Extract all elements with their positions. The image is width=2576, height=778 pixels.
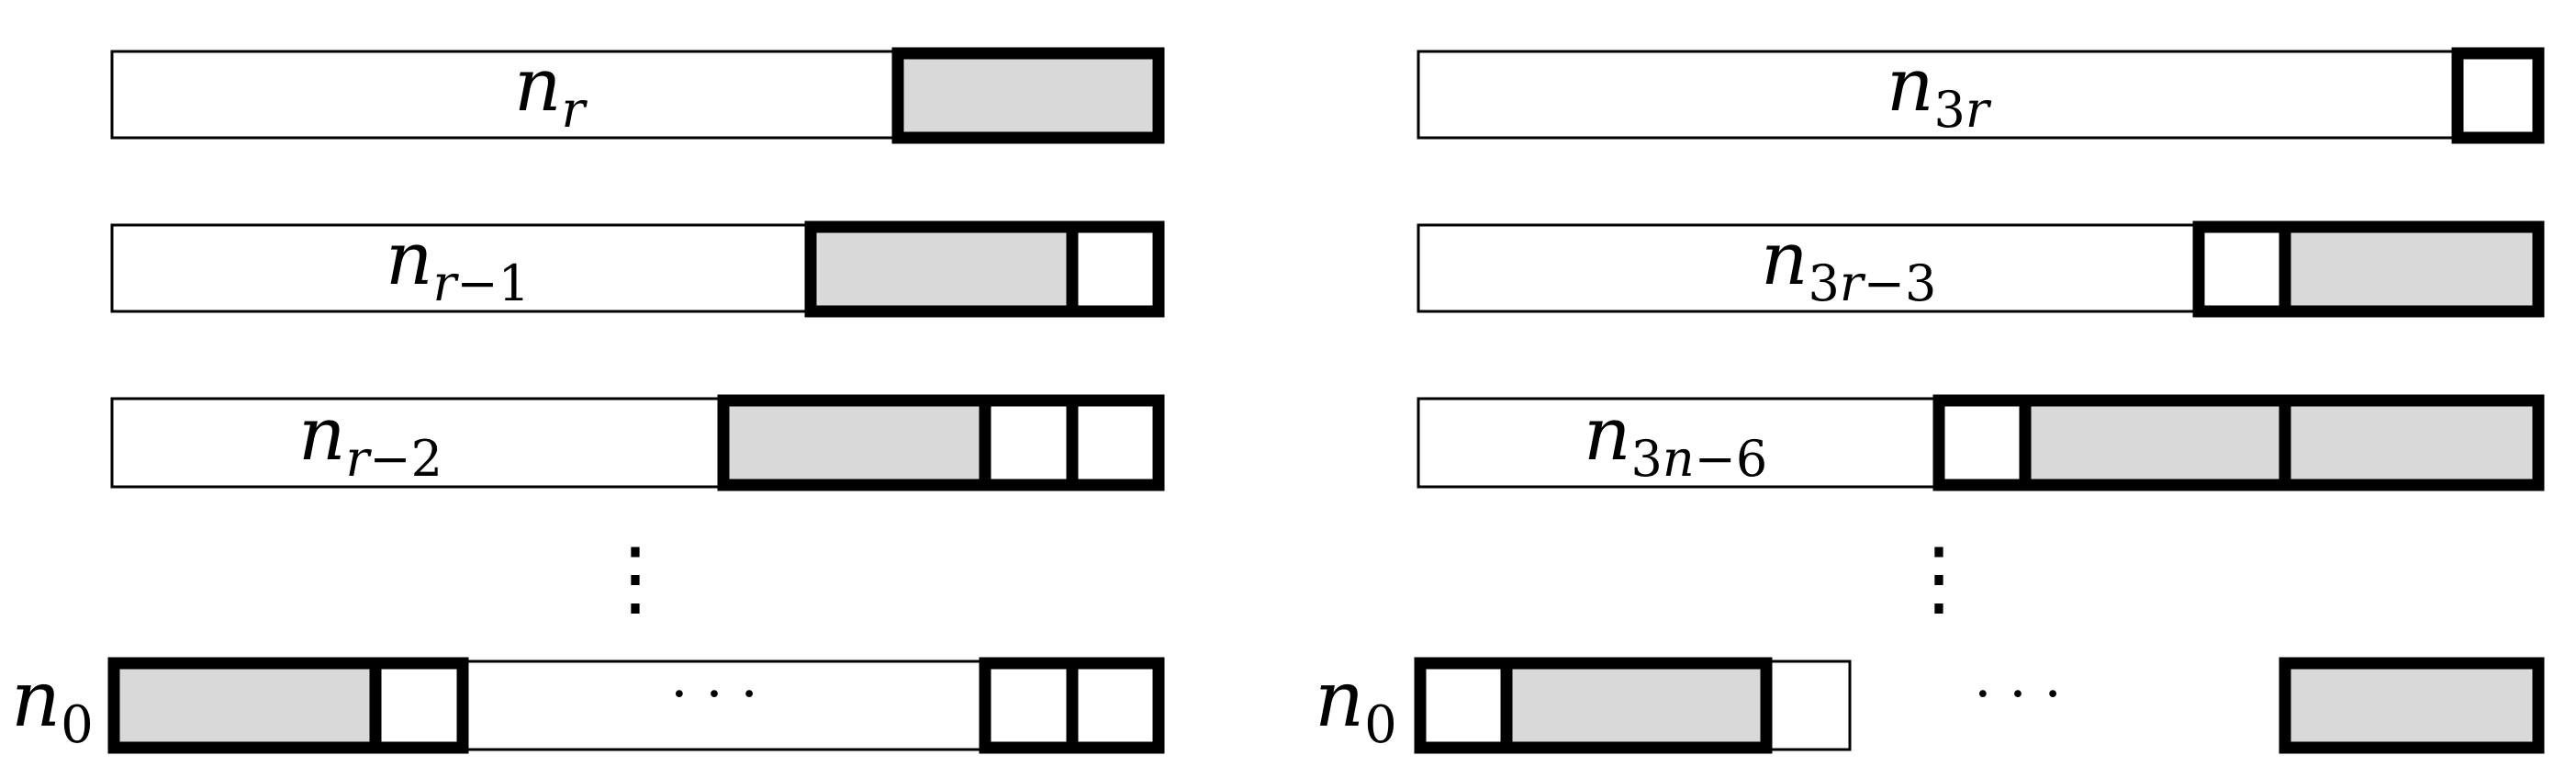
horizontal-ellipsis: · · · [670,662,757,727]
subscript-part: r [433,254,460,312]
right-row-bottom: · · · n0 [1315,654,2545,755]
vertical-ellipsis: ⋮ [1898,530,1980,626]
shaded-block [2279,220,2545,318]
row-label: n0 [11,654,94,755]
subscript-part: r [562,81,588,139]
empty-block [2451,47,2545,144]
left-row-3: nr−2 [110,391,1165,491]
subscript-part: 3 [1934,81,1966,139]
subscript-part: −2 [369,430,442,488]
empty-block [1932,394,2032,491]
left-row-bottom: · · · n0 [11,654,1165,755]
left-row-1: nr [110,42,1165,144]
row-label: nr−1 [386,216,530,312]
subscript-part: −3 [1864,254,1937,312]
subscript-part: 3 [1809,254,1840,312]
empty-block [1066,394,1165,491]
right-panel: n3r n3r−3 n3n−6 ⋮ [1315,42,2545,755]
subscript-part: n [1663,430,1695,488]
shaded-block [107,657,382,754]
row-label: nr−2 [298,391,442,488]
shaded-block [804,220,1079,318]
row-label: n3n−6 [1584,391,1767,488]
subscript-part: r [1840,254,1866,312]
vertical-ellipsis: ⋮ [594,530,677,626]
subscript-part: 0 [1364,695,1397,755]
right-row-1: n3r [1417,42,2545,144]
row-label: n3r−3 [1761,216,1936,312]
subscript-part: r [1966,81,1992,139]
right-row-2: n3r−3 [1417,216,2545,318]
shaded-block [2279,657,2545,754]
subscript-part: 3 [1631,430,1663,488]
row-label: n0 [1315,654,1397,755]
subscript-part: 0 [61,695,94,755]
empty-block [1066,220,1165,318]
subscript-part: −1 [456,254,530,312]
shaded-block [1500,657,1773,754]
shaded-block [891,47,1165,144]
empty-block [2192,220,2291,318]
horizontal-ellipsis: · · · [1974,662,2061,727]
subscript-part: −6 [1695,430,1768,488]
right-row-3: n3n−6 [1417,391,2545,491]
left-row-2: nr−1 [110,216,1165,318]
shaded-block [717,394,991,491]
row-label: n3r [1887,42,1992,139]
shaded-block [2279,394,2545,491]
empty-block [369,657,469,754]
empty-block [979,657,1079,754]
row-label: nr [514,42,588,139]
shaded-block [2019,394,2291,491]
empty-block [979,394,1079,491]
left-panel: nr nr−1 nr−2 ⋮ [11,42,1165,755]
subscript-part: r [346,430,373,488]
empty-block [1414,657,1513,754]
empty-block [1066,657,1165,754]
